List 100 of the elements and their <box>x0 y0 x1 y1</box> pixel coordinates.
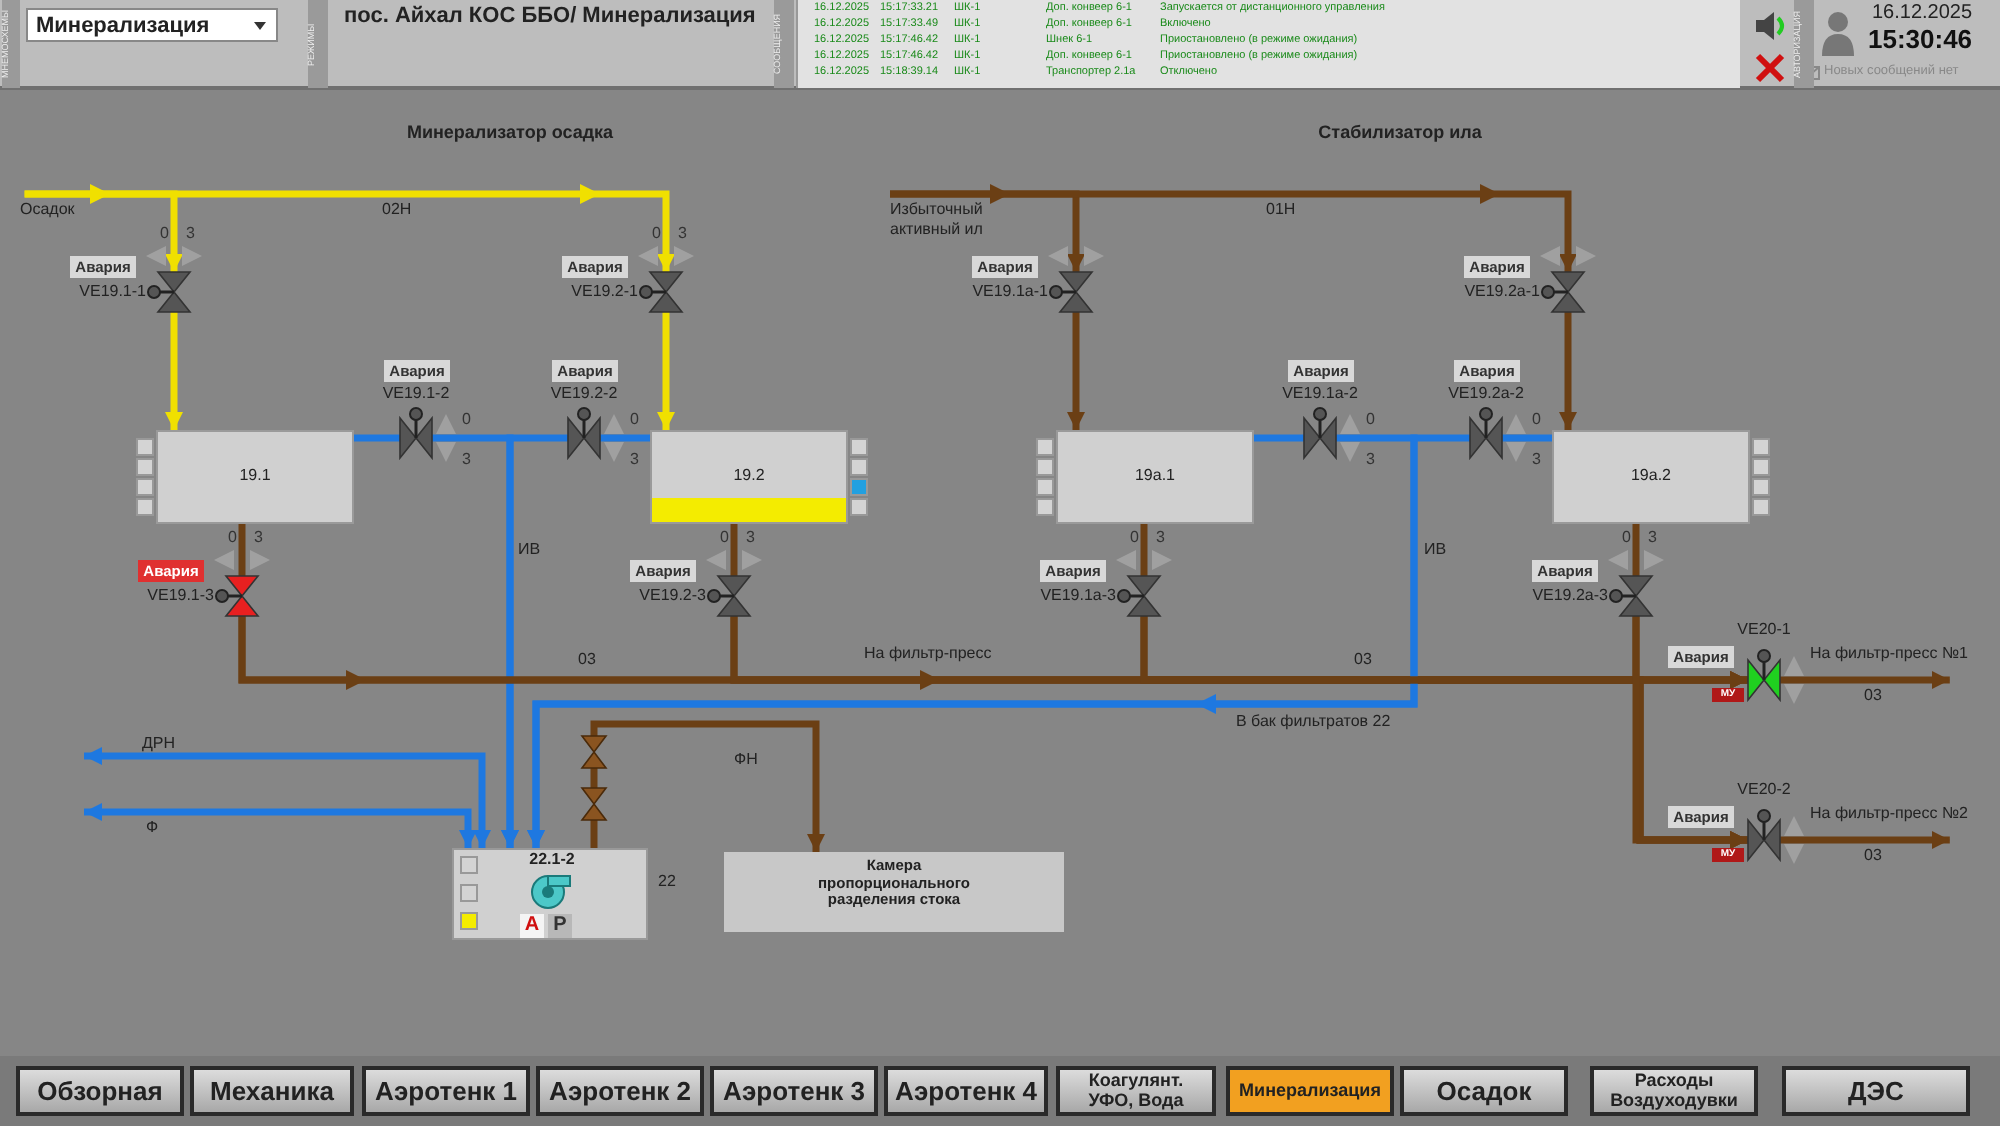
section-title: Минерализатор осадка <box>404 124 616 146</box>
pipe-line <box>1140 524 1148 576</box>
edge-label: ИВ <box>1422 542 1449 558</box>
position-number: 3 <box>746 530 755 546</box>
current-time: 15:30:46 <box>1868 26 1975 56</box>
tank <box>1552 430 1750 524</box>
position-number: 3 <box>630 452 639 468</box>
section-title: Стабилизатор ила <box>1316 124 1484 146</box>
pipe-line <box>590 720 825 852</box>
valve-tag: VE20-2 <box>1728 780 1800 802</box>
dropdown-field: Минерализация <box>26 8 278 42</box>
valve-tag: VE19.2-3 <box>610 586 706 608</box>
flow-label: В бак фильтратов 22 <box>1236 714 1393 734</box>
position-number: 3 <box>186 226 195 242</box>
valve-tag: VE19.2-1 <box>542 282 638 304</box>
valve-tag: VE19.2a-3 <box>1512 586 1608 608</box>
position-number: 0 <box>160 226 169 242</box>
flow-label: На фильтр-пресс <box>864 646 994 666</box>
tank <box>650 430 848 524</box>
valve <box>1608 576 1652 616</box>
position-number: 0 <box>1622 530 1631 546</box>
valve-tag: VE19.2-2 <box>540 384 628 406</box>
valve-tag: VE19.1-3 <box>118 586 214 608</box>
pipe-line <box>165 312 183 430</box>
tank-label: 19a.1 <box>1132 468 1178 488</box>
nav-button: Аэротенк 1 <box>362 1066 530 1116</box>
nav-button: ДЭС <box>1782 1066 1970 1116</box>
edge-label: 03 <box>576 652 598 668</box>
position-number: 0 <box>1130 530 1139 546</box>
tank <box>156 430 354 524</box>
position-number: 3 <box>254 530 263 546</box>
position-number: 0 <box>462 412 471 428</box>
valve-tag: VE19.1-2 <box>372 384 460 406</box>
screen-title: пос. Айхал КОС ББО/ Минерализация <box>344 6 758 32</box>
pipe-line <box>84 803 477 848</box>
station-number: 22 <box>658 874 676 890</box>
tank-label: 19.2 <box>731 468 767 488</box>
edge-label: 01Н <box>1264 202 1298 218</box>
nav-button: Механика <box>190 1066 354 1116</box>
pipe-line <box>590 820 598 848</box>
position-number: 3 <box>1648 530 1657 546</box>
nav-button: Минерализация <box>1226 1066 1394 1116</box>
pipe-line <box>354 434 400 442</box>
flow-label: Осадок <box>20 194 112 224</box>
current-date: 16.12.2025 <box>1872 4 1975 26</box>
flow-label: Избыточный активный ил <box>890 194 1050 246</box>
pipe-line <box>600 434 650 442</box>
position-number: 0 <box>720 530 729 546</box>
valve-tag: VE19.1-1 <box>50 282 146 304</box>
pipe-line <box>84 747 491 848</box>
nav-button: Осадок <box>1400 1066 1568 1116</box>
flow-label: На фильтр-пресс №1 <box>1810 644 1994 680</box>
position-number: 3 <box>1532 452 1541 468</box>
valve <box>1540 272 1584 312</box>
edge-label: ФН <box>732 752 760 768</box>
valve <box>1748 648 1780 700</box>
pipe-line <box>1559 312 1577 430</box>
edge-label: Ф <box>144 820 161 836</box>
valve <box>1748 808 1780 860</box>
pipe-line <box>1502 434 1552 442</box>
flow-label: На фильтр-пресс №2 <box>1810 804 1994 840</box>
nav-button: Аэротенк 2 <box>536 1066 704 1116</box>
edge-label: 02Н <box>380 202 414 218</box>
valve-tag: VE19.2a-1 <box>1444 282 1540 304</box>
pipe-line <box>590 768 598 788</box>
tank <box>1056 430 1254 524</box>
tank-label: 19a.2 <box>1628 468 1674 488</box>
valve-tag: VE19.1a-2 <box>1276 384 1364 406</box>
pipe-line <box>1254 434 1304 442</box>
pipe-line <box>1780 831 1950 849</box>
valve <box>400 406 432 458</box>
valve <box>214 576 258 616</box>
edge-label: 03 <box>1862 688 1884 704</box>
pump-tag: 22.1-2 <box>522 852 582 870</box>
position-number: 3 <box>462 452 471 468</box>
valve <box>1048 272 1092 312</box>
valve-tag: VE19.1a-3 <box>1020 586 1116 608</box>
position-number: 0 <box>630 412 639 428</box>
pipe-line <box>730 524 738 576</box>
pipe-line <box>1067 312 1085 430</box>
pipe-line <box>890 190 1577 272</box>
edge-label: 03 <box>1862 848 1884 864</box>
valve <box>582 736 606 768</box>
position-number: 0 <box>228 530 237 546</box>
valve <box>582 788 606 820</box>
tank-label: 19.1 <box>237 468 273 488</box>
edge-label: 03 <box>1352 652 1374 668</box>
position-number: 0 <box>1532 412 1541 428</box>
pipe-line <box>1780 671 1950 689</box>
valve <box>568 406 600 458</box>
valve-tag: VE19.1a-1 <box>952 282 1048 304</box>
edge-label: ИВ <box>516 542 543 558</box>
position-number: 3 <box>1156 530 1165 546</box>
pipe-line <box>1632 524 1640 576</box>
pipe-line <box>238 524 246 576</box>
pipe-line <box>657 312 675 430</box>
pipe-line <box>1632 616 1748 849</box>
valve <box>1304 406 1336 458</box>
position-number: 0 <box>1366 412 1375 428</box>
edge-label: ДРН <box>140 736 178 752</box>
